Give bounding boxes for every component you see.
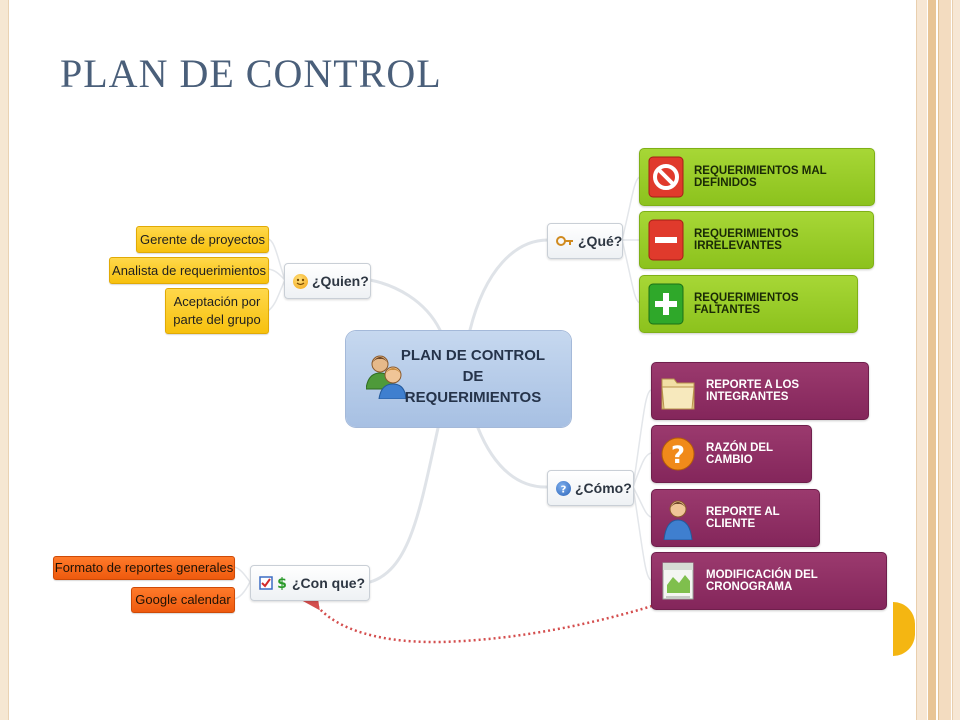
slide-accent-half-circle	[893, 602, 915, 656]
plus-icon	[648, 282, 684, 326]
como-item-label: REPORTE AL CLIENTE	[706, 506, 780, 530]
checkbox-dollar-icon: $	[259, 575, 288, 591]
como-item-label: MODIFICACIÓN DEL CRONOGRAMA	[706, 569, 818, 593]
prohibited-icon	[648, 155, 684, 199]
svg-text:?: ?	[561, 484, 567, 495]
relationship-arrow	[300, 588, 653, 644]
topic-que-label: ¿Qué?	[578, 233, 623, 249]
question-mark-icon: ?	[660, 432, 696, 476]
folder-icon	[660, 369, 696, 413]
topic-quien-label: ¿Quien?	[312, 273, 369, 289]
slide-decoration-stripes	[916, 0, 960, 720]
person-icon	[660, 496, 696, 541]
connector-central-quien	[368, 278, 442, 332]
topic-como[interactable]: ? ¿Cómo?	[547, 470, 634, 506]
connector-como-4	[632, 486, 652, 581]
que-item-label: REQUERIMIENTOS FALTANTES	[694, 292, 799, 316]
connector-conque-2	[233, 581, 251, 600]
que-item-label: REQUERIMIENTOS IRRELEVANTES	[694, 228, 799, 252]
como-item-label: REPORTE A LOS INTEGRANTES	[706, 379, 800, 403]
connector-central-que	[468, 238, 550, 332]
question-icon: ?	[556, 480, 571, 496]
slide-frame-left	[0, 0, 9, 720]
topic-quien[interactable]: ¿Quien?	[284, 263, 371, 299]
conque-item-google-calendar[interactable]: Google calendar	[131, 587, 235, 613]
como-item-reporte-integrantes[interactable]: REPORTE A LOS INTEGRANTES	[651, 362, 869, 420]
connector-conque-1	[233, 566, 251, 583]
connector-que-3	[621, 239, 641, 304]
que-item-mal-definidos[interactable]: REQUERIMIENTOS MAL DEFINIDOS	[639, 148, 875, 206]
minus-icon	[648, 218, 684, 262]
calendar-icon	[660, 559, 696, 603]
connector-como-3	[632, 486, 652, 518]
como-item-cronograma[interactable]: MODIFICACIÓN DEL CRONOGRAMA	[651, 552, 887, 610]
quien-item-gerente[interactable]: Gerente de proyectos	[136, 226, 269, 253]
connector-quien-1	[267, 238, 286, 281]
quien-item-analista[interactable]: Analista de requerimientos	[109, 257, 269, 284]
topic-conque-label: ¿Con que?	[292, 575, 366, 591]
como-item-reporte-cliente[interactable]: REPORTE AL CLIENTE	[651, 489, 820, 547]
connector-como-1	[632, 389, 652, 488]
topic-conque[interactable]: $ ¿Con que?	[250, 565, 370, 601]
como-item-label: RAZÓN DEL CAMBIO	[706, 442, 773, 466]
connector-quien-2	[267, 268, 286, 281]
central-topic[interactable]: PLAN DE CONTROL DE REQUERIMIENTOS	[346, 331, 571, 427]
key-icon	[556, 235, 574, 247]
connector-como-2	[632, 452, 652, 488]
conque-item-formato[interactable]: Formato de reportes generales	[53, 556, 235, 580]
users-icon	[366, 355, 406, 399]
connector-central-como	[476, 426, 550, 489]
quien-item-aceptacion[interactable]: Aceptación por parte del grupo	[165, 288, 269, 334]
topic-como-label: ¿Cómo?	[575, 480, 632, 496]
svg-text:$: $	[277, 576, 287, 591]
connector-que-1	[621, 176, 641, 241]
connector-central-conque	[368, 426, 440, 584]
smiley-icon	[293, 273, 308, 289]
que-item-label: REQUERIMIENTOS MAL DEFINIDOS	[694, 165, 827, 189]
que-item-irrelevantes[interactable]: REQUERIMIENTOS IRRELEVANTES	[639, 211, 874, 269]
que-item-faltantes[interactable]: REQUERIMIENTOS FALTANTES	[639, 275, 858, 333]
connector-quien-3	[267, 279, 286, 312]
central-topic-label: PLAN DE CONTROL DE REQUERIMIENTOS	[400, 347, 546, 406]
topic-que[interactable]: ¿Qué?	[547, 223, 623, 259]
svg-text:?: ?	[671, 441, 685, 469]
como-item-razon-cambio[interactable]: ? RAZÓN DEL CAMBIO	[651, 425, 812, 483]
slide-title: PLAN DE CONTROL	[60, 51, 442, 96]
